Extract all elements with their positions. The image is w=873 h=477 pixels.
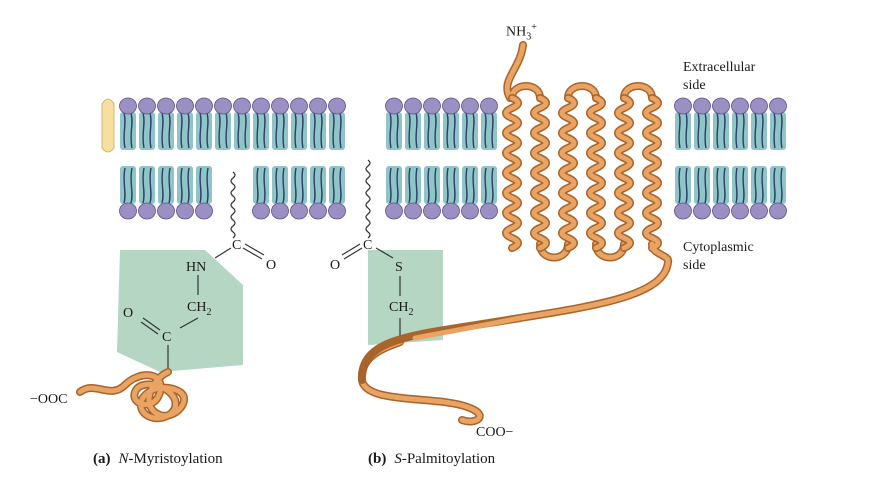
phospholipid-upper	[479, 97, 499, 151]
phospholipid-upper	[137, 97, 157, 151]
phospholipid-upper	[327, 97, 347, 151]
myristoyl-chain-icon	[230, 171, 236, 239]
phospholipid-lower	[403, 165, 423, 220]
phospholipid-upper	[460, 97, 480, 151]
carbonyl-carbon-b: C	[363, 238, 373, 253]
phospholipid-lower	[308, 165, 328, 220]
phospholipid-bilayer	[118, 97, 788, 220]
transmembrane-helix-icon	[646, 98, 658, 248]
phospholipid-lower	[711, 165, 731, 220]
transmembrane-helix-icon	[590, 98, 602, 248]
ooc-label: −OOC	[30, 392, 68, 407]
carbonyl-carbon-a: C	[232, 238, 242, 253]
palmitoylated-protein-icon	[357, 338, 484, 426]
phospholipid-upper	[711, 97, 731, 151]
carbonyl-oxygen-a: O	[266, 258, 277, 273]
phospholipid-lower	[270, 165, 290, 220]
phospholipid-upper	[403, 97, 423, 151]
palmitoyl-highlight	[368, 250, 443, 345]
palmitoyl-bonds	[341, 243, 401, 342]
caption-b: (b)S-Palmitoylation	[368, 451, 496, 467]
phospholipid-upper	[194, 97, 214, 151]
phospholipid-upper	[768, 97, 788, 151]
cholesterol-icon	[101, 98, 115, 153]
methylene-b-label: CH2	[389, 300, 414, 318]
carbonyl-oxygen-b: O	[330, 258, 341, 273]
phospholipid-lower	[460, 165, 480, 220]
phospholipid-lower	[289, 165, 309, 220]
extracellular-label-2: side	[683, 78, 706, 93]
transmembrane-helix-icon	[534, 98, 546, 248]
myristoyl-highlight	[117, 250, 243, 372]
carbon-bottom-a: C	[162, 330, 172, 345]
amide-nh-label: HN	[186, 260, 207, 275]
phospholipid-upper	[232, 97, 252, 151]
phospholipid-lower	[422, 165, 442, 220]
transmembrane-helix-icon	[618, 98, 630, 248]
phospholipid-lower	[384, 165, 404, 220]
phospholipid-upper	[673, 97, 693, 151]
extracellular-label-1: Extracellular	[683, 60, 756, 75]
transmembrane-helix-icon	[562, 98, 574, 248]
methylene-a-label: CH2	[187, 300, 212, 318]
phospholipid-upper	[441, 97, 461, 151]
c-terminus-label: COO−	[476, 425, 514, 440]
phospholipid-upper	[270, 97, 290, 151]
transmembrane-helix-icon	[506, 98, 518, 248]
oxygen-left-a: O	[123, 306, 134, 321]
phospholipid-lower	[730, 165, 750, 220]
phospholipid-lower	[673, 165, 693, 220]
phospholipid-lower	[327, 165, 347, 220]
transmembrane-protein-icon	[357, 41, 673, 384]
n-terminus-label: NH3+	[506, 22, 537, 43]
phospholipid-lower	[118, 165, 138, 220]
phospholipid-upper	[308, 97, 328, 151]
phospholipid-lower	[441, 165, 461, 220]
phospholipid-upper	[251, 97, 271, 151]
phospholipid-lower	[156, 165, 176, 220]
phospholipid-upper	[692, 97, 712, 151]
phospholipid-upper	[384, 97, 404, 151]
phospholipid-lower	[137, 165, 157, 220]
phospholipid-upper	[730, 97, 750, 151]
cytoplasmic-label-2: side	[683, 258, 706, 273]
myristoyl-bonds	[140, 243, 265, 370]
phospholipid-lower	[768, 165, 788, 220]
phospholipid-upper	[213, 97, 233, 151]
phospholipid-upper	[175, 97, 195, 151]
phospholipid-upper	[749, 97, 769, 151]
phospholipid-lower	[479, 165, 499, 220]
phospholipid-lower	[692, 165, 712, 220]
phospholipid-lower	[194, 165, 214, 220]
myristoylated-protein-icon	[76, 368, 188, 423]
phospholipid-upper	[156, 97, 176, 151]
cytoplasmic-label-1: Cytoplasmic	[683, 240, 754, 255]
palmitoyl-chain-icon	[365, 159, 371, 239]
sulfur-label: S	[395, 260, 403, 275]
phospholipid-lower	[175, 165, 195, 220]
phospholipid-lower	[749, 165, 769, 220]
phospholipid-upper	[289, 97, 309, 151]
phospholipid-upper	[118, 97, 138, 151]
caption-a: (a)N-Myristoylation	[93, 451, 223, 467]
phospholipid-lower	[251, 165, 271, 220]
phospholipid-upper	[422, 97, 442, 151]
